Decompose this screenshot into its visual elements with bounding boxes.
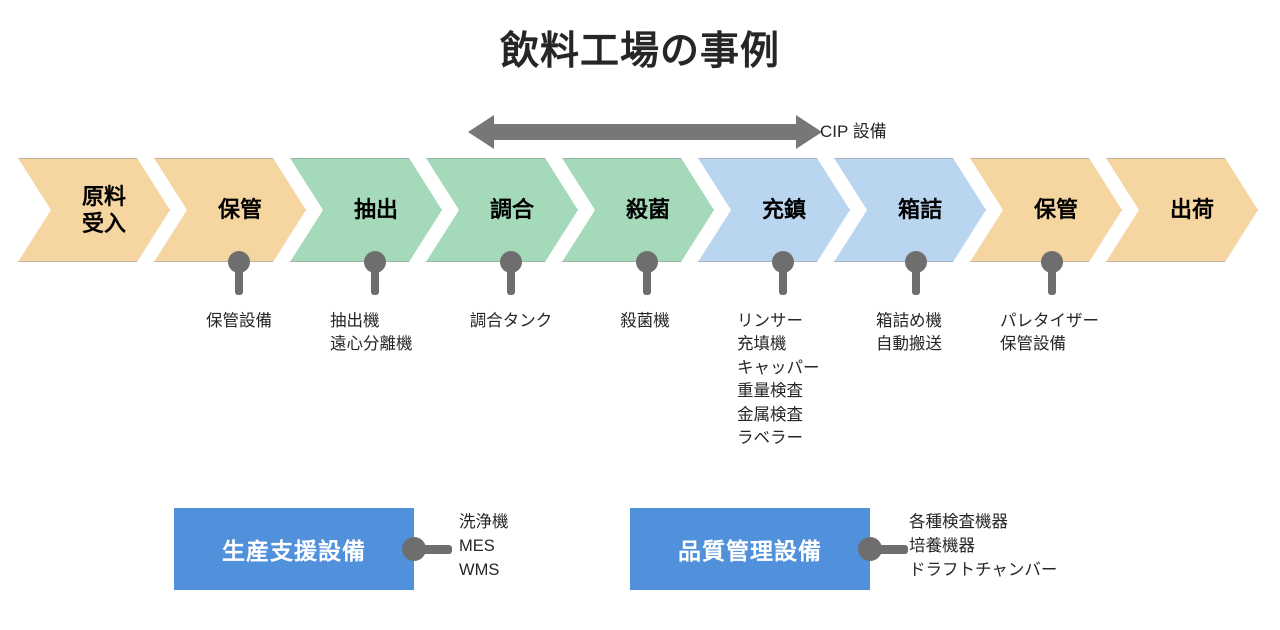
process-flow-band: 原料 受入 保管 抽出 調合 殺菌 充鎮 箱詰 保管 出荷	[0, 158, 1280, 262]
equipment-caption-hokan-1: 保管設備	[206, 312, 272, 330]
process-step-label: 保管	[1033, 197, 1078, 223]
equipment-caption-juten: リンサー 充填機 キャッパー 重量検査 金属検査 ラベラー	[737, 312, 820, 448]
pin-stem	[235, 265, 243, 295]
pin-head-icon	[636, 251, 658, 273]
process-step-label: 殺菌	[625, 197, 670, 223]
equipment-caption-hakozume: 箱詰め機 自動搬送	[876, 312, 942, 354]
pin-head-icon	[772, 251, 794, 273]
process-step-hokan-1[interactable]: 保管	[154, 158, 306, 262]
support-box-production[interactable]: 生産支援設備	[174, 508, 414, 590]
process-step-label: 原料 受入	[81, 183, 126, 236]
connector-production	[402, 537, 462, 561]
pin-stem	[912, 265, 920, 295]
double-headed-arrow-icon	[468, 115, 822, 149]
equipment-caption-hokan-2: パレタイザー 保管設備	[1000, 312, 1099, 354]
process-step-label: 充鎮	[761, 197, 806, 223]
process-step-label: 箱詰	[897, 197, 942, 223]
pin-head-icon	[905, 251, 927, 273]
pin-marker-hokan-1	[228, 251, 250, 295]
equipment-caption-chougou: 調合タンク	[469, 312, 553, 330]
pin-marker-chushutsu	[364, 251, 386, 295]
process-step-label: 調合	[489, 197, 534, 223]
pin-marker-juten	[772, 251, 794, 295]
support-box-quality[interactable]: 品質管理設備	[630, 508, 870, 590]
connector-dot-icon	[858, 537, 882, 561]
connector-bar	[874, 545, 908, 554]
support-items-quality: 各種検査機器 培養機器 ドラフトチャンバー	[909, 513, 1058, 579]
pin-stem	[1048, 265, 1056, 295]
pin-stem	[507, 265, 515, 295]
pin-marker-chougou	[500, 251, 522, 295]
support-box-label: 生産支援設備	[222, 538, 366, 564]
pin-head-icon	[228, 251, 250, 273]
process-step-hokan-2[interactable]: 保管	[970, 158, 1122, 262]
pin-marker-hokan-2	[1041, 251, 1063, 295]
process-step-chushutsu[interactable]: 抽出	[290, 158, 442, 262]
equipment-caption-sakkin: 殺菌機	[620, 312, 670, 330]
pin-head-icon	[364, 251, 386, 273]
process-step-shukka[interactable]: 出荷	[1106, 158, 1258, 262]
process-step-juten[interactable]: 充鎮	[698, 158, 850, 262]
support-items-production: 洗浄機 MES WMS	[459, 513, 509, 579]
pin-stem	[371, 265, 379, 295]
process-step-label: 出荷	[1169, 197, 1214, 223]
process-step-hakozume[interactable]: 箱詰	[834, 158, 986, 262]
cip-equipment-label: CIP 設備	[820, 122, 887, 141]
pin-marker-sakkin	[636, 251, 658, 295]
process-step-sakkin[interactable]: 殺菌	[562, 158, 714, 262]
pin-marker-hakozume	[905, 251, 927, 295]
process-step-chougou[interactable]: 調合	[426, 158, 578, 262]
pin-stem	[779, 265, 787, 295]
pin-head-icon	[500, 251, 522, 273]
support-box-label: 品質管理設備	[678, 538, 822, 564]
connector-dot-icon	[402, 537, 426, 561]
pin-head-icon	[1041, 251, 1063, 273]
process-step-label: 保管	[217, 197, 262, 223]
process-step-label: 抽出	[353, 197, 398, 223]
page-title: 飲料工場の事例	[499, 30, 780, 73]
process-step-genryo-ukeire[interactable]: 原料 受入	[18, 158, 170, 262]
equipment-caption-chushutsu: 抽出機 遠心分離機	[330, 312, 413, 354]
connector-bar	[418, 545, 452, 554]
connector-quality	[858, 537, 918, 561]
pin-stem	[643, 265, 651, 295]
